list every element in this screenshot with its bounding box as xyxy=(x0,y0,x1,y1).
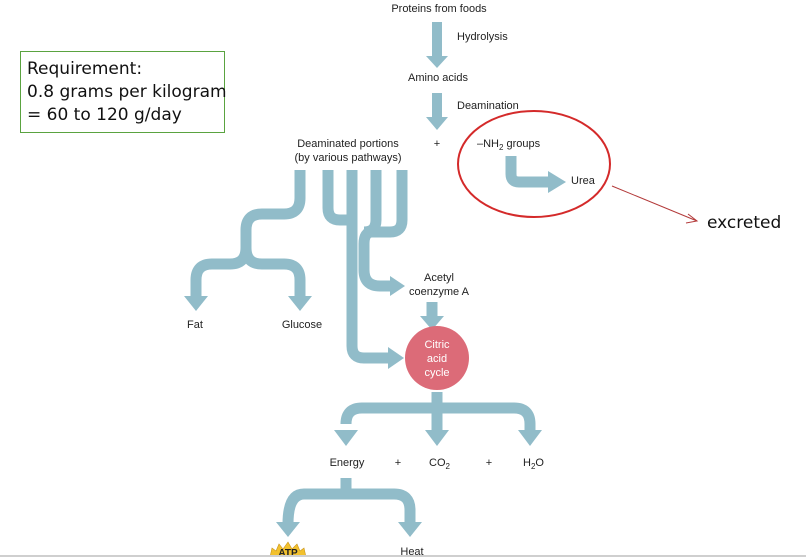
co2-subscript: 2 xyxy=(446,462,451,471)
label-cycle: cycle xyxy=(424,367,449,379)
label-amino-acids: Amino acids xyxy=(408,72,468,84)
label-acetyl: Acetyl xyxy=(424,272,454,284)
co2-prefix: CO xyxy=(429,457,446,469)
atp-heat-bar xyxy=(282,488,416,525)
citric-side-arrow-head xyxy=(388,347,404,369)
requirement-title: Requirement: xyxy=(27,59,143,79)
hydrolysis-arrow-shaft xyxy=(432,22,442,58)
products-bar xyxy=(340,402,536,432)
excreted-annotation: excreted xyxy=(707,213,782,233)
label-plus-nh2: + xyxy=(434,138,440,150)
label-glucose: Glucose xyxy=(282,319,322,331)
energy-arrow-head xyxy=(334,430,358,446)
label-deaminated-portions: Deaminated portions xyxy=(297,138,399,150)
pathway-pipes xyxy=(190,156,550,525)
label-co2: CO2 xyxy=(429,457,451,471)
label-fat: Fat xyxy=(187,319,203,331)
label-deamination: Deamination xyxy=(457,100,519,112)
nh2-suffix: groups xyxy=(503,138,540,150)
label-nh2-groups: –NH2 groups xyxy=(477,138,541,152)
label-acid: acid xyxy=(427,353,447,365)
requirement-amount: 0.8 grams per kilogram xyxy=(27,82,227,102)
atp-arrow-head xyxy=(276,522,300,537)
atp-starburst xyxy=(269,541,307,557)
fat-glucose-pipe-a xyxy=(240,170,306,252)
bottom-border xyxy=(0,555,806,557)
citric-in-arrow-head xyxy=(420,316,444,330)
label-hydrolysis: Hydrolysis xyxy=(457,31,508,43)
excreted-pointer-head xyxy=(685,213,699,224)
h2o-o: O xyxy=(535,457,544,469)
label-coenzyme-a: coenzyme A xyxy=(409,286,470,298)
h2o-h: H xyxy=(523,457,531,469)
deamination-arrow-head xyxy=(426,117,448,130)
label-proteins: Proteins from foods xyxy=(391,3,487,15)
label-atp: ATP xyxy=(278,548,298,557)
highlight-circle xyxy=(457,110,611,218)
fat-arrow-head xyxy=(184,296,208,311)
fat-glucose-pipe-c xyxy=(240,247,306,298)
nh2-subscript: 2 xyxy=(499,143,504,152)
middle-pipe-a xyxy=(322,170,352,226)
heat-arrow-head xyxy=(398,522,422,537)
citric-acid-cycle-node xyxy=(405,326,469,390)
co2-arrow-head xyxy=(425,430,449,446)
arrows xyxy=(426,22,448,130)
label-energy: Energy xyxy=(330,457,365,469)
middle-pipe-b xyxy=(346,170,390,364)
label-deaminated-pathways: (by various pathways) xyxy=(295,152,402,164)
label-urea: Urea xyxy=(571,175,596,187)
urea-pipe xyxy=(505,156,550,188)
label-h2o: H2O xyxy=(523,457,544,471)
glucose-arrow-head xyxy=(288,296,312,311)
label-plus-3: + xyxy=(486,457,492,469)
urea-arrow-head xyxy=(548,171,566,193)
requirement-range: = 60 to 120 g/day xyxy=(27,105,182,125)
h2o-arrow-head xyxy=(518,430,542,446)
requirement-box: Requirement: 0.8 grams per kilogram = 60… xyxy=(20,51,227,133)
fat-glucose-pipe-b xyxy=(190,247,252,298)
middle-pipe-c xyxy=(363,170,382,238)
acetyl-arrow-head xyxy=(390,276,405,296)
deamination-arrow-shaft xyxy=(432,93,442,119)
label-plus-2: + xyxy=(395,457,401,469)
acetyl-pipe xyxy=(358,170,408,292)
excreted-pointer-line xyxy=(611,185,698,222)
hydrolysis-arrow-head xyxy=(426,56,448,68)
arrow-heads xyxy=(184,171,566,537)
nh2-prefix: –NH xyxy=(477,138,499,150)
h2o-subscript: 2 xyxy=(531,462,536,471)
label-heat: Heat xyxy=(400,546,423,557)
label-citric: Citric xyxy=(424,339,450,351)
